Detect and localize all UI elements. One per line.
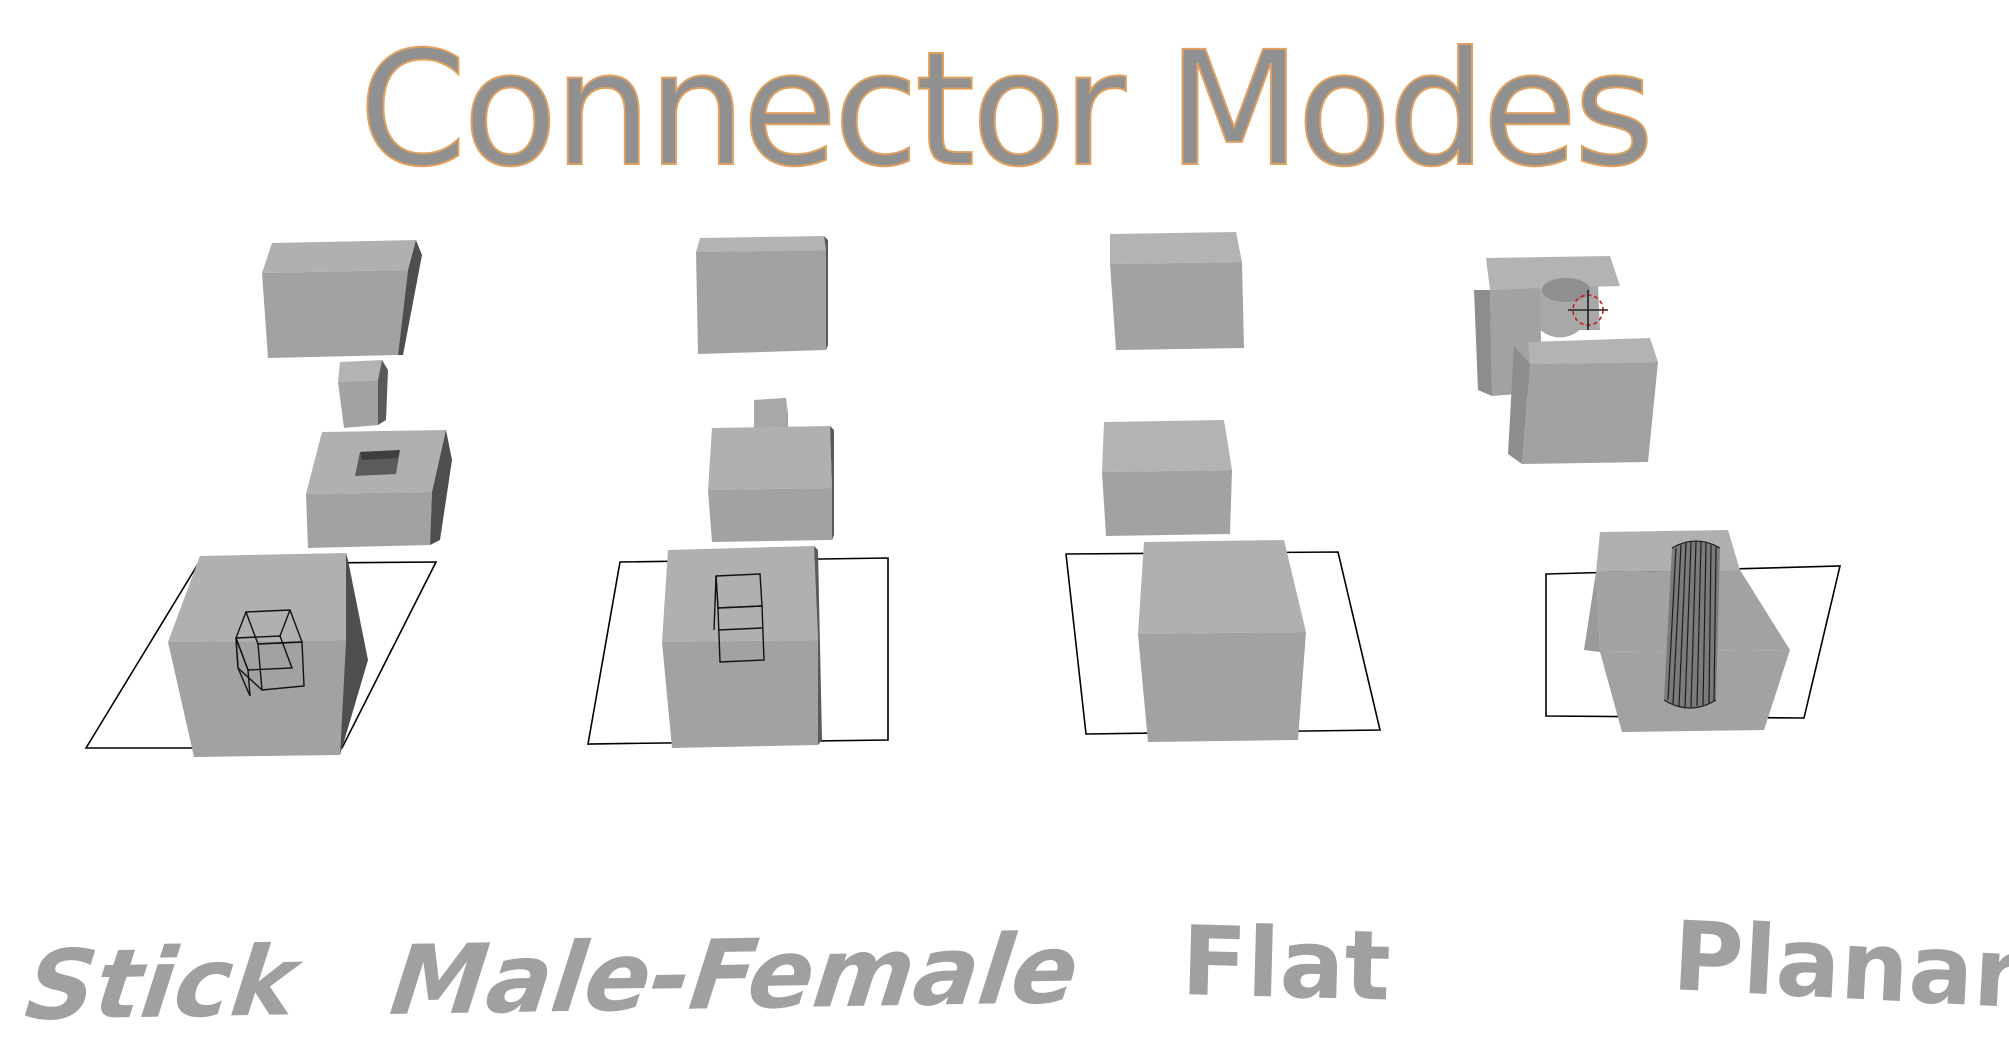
planar-cylinder: [1663, 540, 1721, 709]
stick-peg: [338, 360, 388, 428]
page-title: Connector Modes: [358, 17, 1655, 203]
mode-label-male-female: Male-Female: [385, 913, 1085, 1037]
stick-top-block: [262, 240, 422, 358]
planar-bottom-block: [1545, 530, 1842, 732]
male-female-peg-block: [708, 398, 834, 542]
planar-3d-cursor-icon: [1568, 290, 1608, 330]
mode-label-flat: Flat: [1180, 905, 1393, 1023]
mode-label-planar: Planar: [1670, 900, 2009, 1031]
stick-example: [84, 240, 452, 757]
flat-example: [1065, 232, 1382, 742]
male-female-example: [587, 236, 889, 748]
male-female-top-block: [696, 236, 828, 354]
male-female-bottom-block: [587, 546, 889, 748]
flat-middle-block: [1102, 420, 1232, 536]
stick-bottom-block: [84, 553, 438, 757]
planar-top-blocks: [1474, 256, 1658, 464]
stick-middle-block: [306, 430, 452, 548]
flat-top-block: [1110, 232, 1244, 350]
planar-example: [1474, 256, 1842, 732]
mode-label-stick: Stick: [20, 925, 304, 1042]
flat-bottom-block: [1065, 540, 1382, 742]
